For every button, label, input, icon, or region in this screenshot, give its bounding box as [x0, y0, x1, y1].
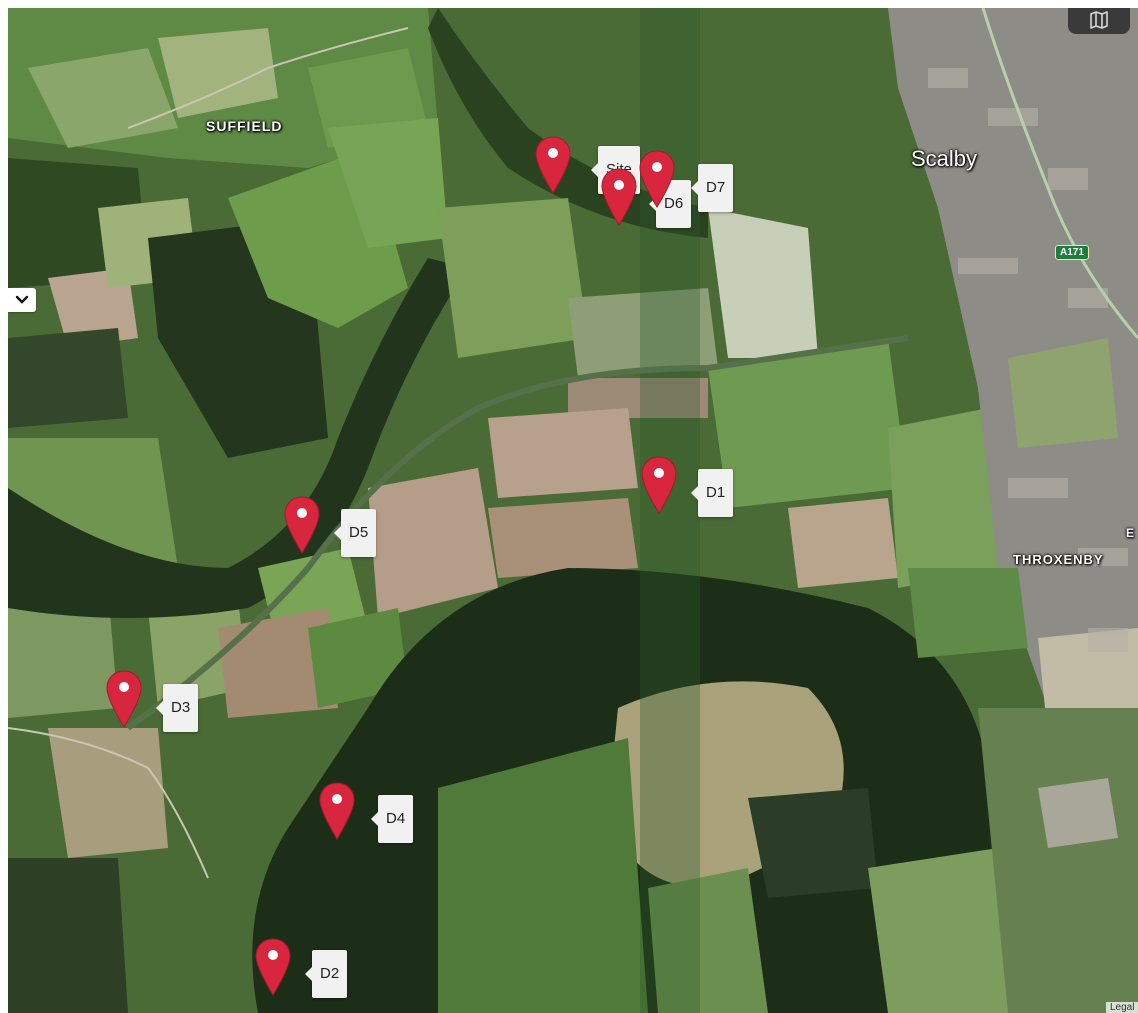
map-marker-d1[interactable]	[640, 456, 678, 514]
map-pin-icon	[535, 136, 571, 194]
place-label-partial: E	[1126, 526, 1135, 540]
map-marker-d7[interactable]	[600, 168, 638, 226]
map-marker-d4[interactable]	[318, 782, 356, 840]
map-layer-toggle-button[interactable]	[1068, 8, 1130, 34]
map-pin-icon	[255, 938, 291, 996]
marker-label-d3: D3	[155, 684, 199, 732]
marker-label-d2: D2	[304, 950, 348, 998]
panel-toggle-button[interactable]	[8, 288, 36, 312]
map-pin-icon	[319, 782, 355, 840]
map-marker-d6[interactable]	[638, 150, 676, 208]
marker-label-d7: D6	[648, 180, 692, 228]
map-pin-icon	[284, 496, 320, 554]
map-pin-icon	[106, 670, 142, 728]
map-pin-icon	[601, 168, 637, 226]
satellite-map[interactable]: SUFFIELD Scalby THROXENBY E A171 Site D6	[8, 8, 1138, 1013]
place-label-suffield: SUFFIELD	[206, 118, 283, 134]
marker-label-d6: D7	[690, 164, 734, 212]
map-pin-icon	[641, 456, 677, 514]
chevron-down-icon	[15, 295, 29, 304]
map-marker-site[interactable]	[534, 136, 572, 194]
place-label-throxenby: THROXENBY	[1013, 552, 1104, 567]
marker-label-d1: D1	[690, 469, 734, 517]
map-attribution-link[interactable]: Legal	[1106, 1002, 1138, 1013]
satellite-imagery	[8, 8, 1138, 1013]
map-pin-icon	[639, 150, 675, 208]
map-marker-d5[interactable]	[283, 496, 321, 554]
place-label-scalby: Scalby	[911, 146, 978, 171]
marker-label-d4: D4	[370, 795, 414, 843]
map-marker-d3[interactable]	[105, 670, 143, 728]
map-layers-icon	[1090, 11, 1108, 29]
road-shield-a171: A171	[1055, 245, 1089, 260]
marker-label-d5: D5	[333, 509, 377, 557]
map-marker-d2[interactable]	[254, 938, 292, 996]
